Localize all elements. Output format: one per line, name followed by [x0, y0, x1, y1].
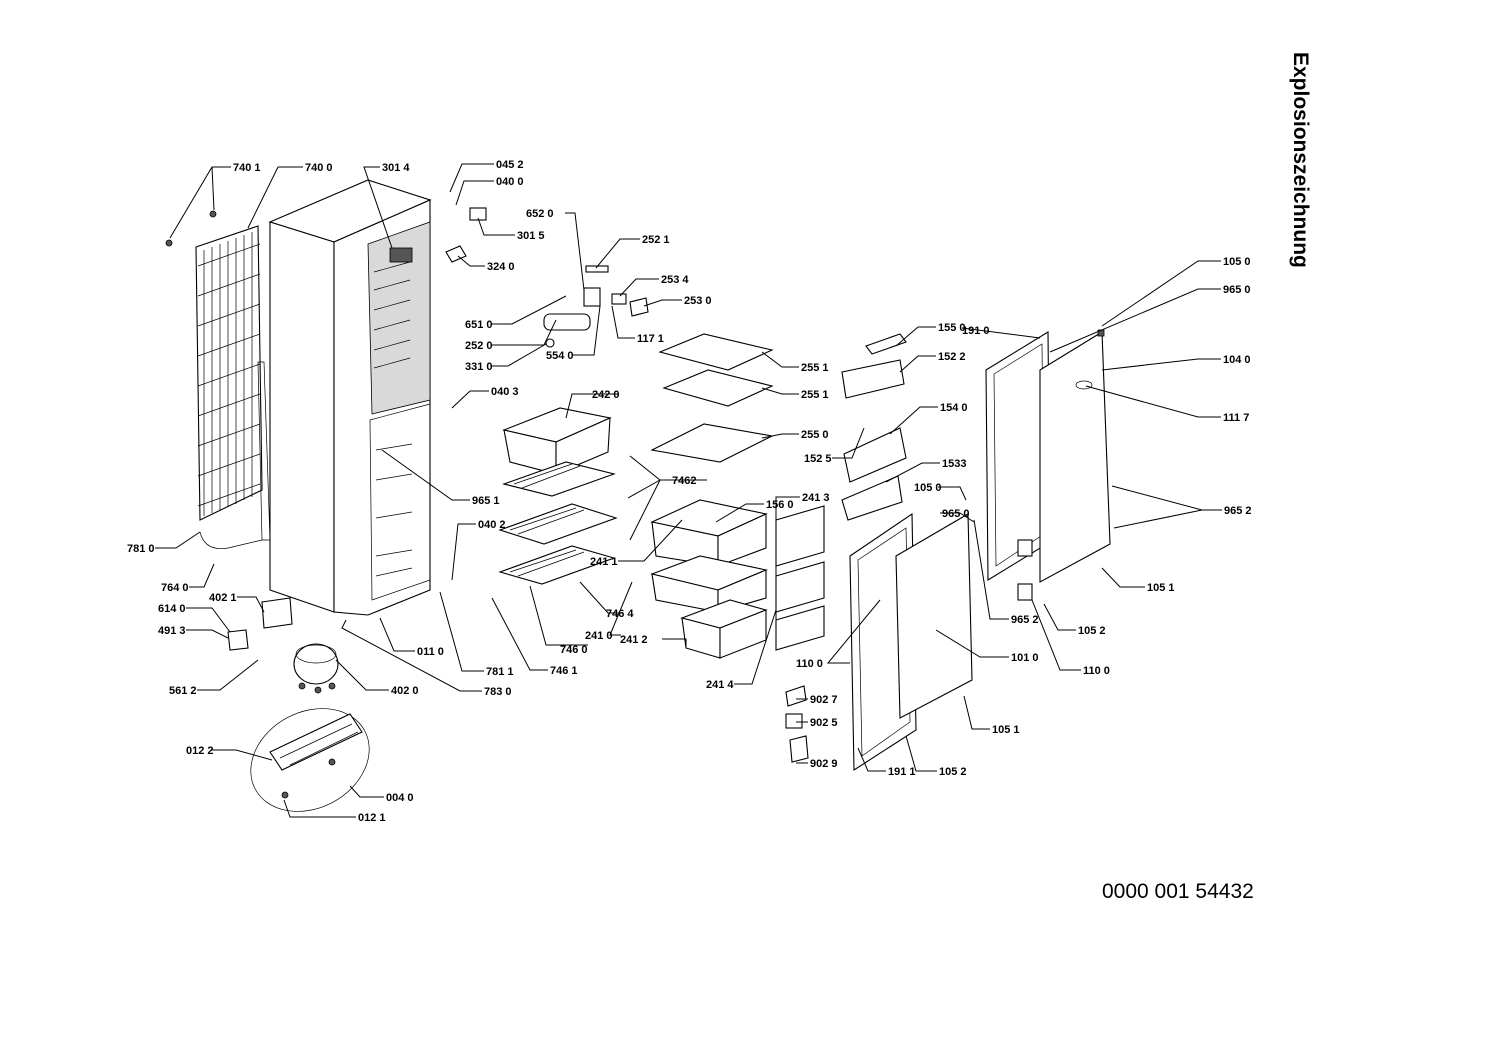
label-1533: 1533 [942, 458, 966, 470]
label-105-0-a: 105 0 [1223, 256, 1251, 268]
label-740-0: 740 0 [305, 162, 333, 174]
lower-door [849, 512, 1033, 771]
label-902-9: 902 9 [810, 758, 838, 770]
label-241-2: 241 2 [620, 634, 648, 646]
label-105-1-a: 105 1 [1147, 582, 1175, 594]
label-301-5: 301 5 [517, 230, 545, 242]
label-191-1: 191 1 [888, 766, 916, 778]
wire-racks [498, 461, 618, 585]
label-191-0: 191 0 [962, 325, 990, 337]
label-152-5: 152 5 [804, 453, 832, 465]
label-110-0-b: 110 0 [1083, 665, 1110, 677]
label-241-4: 241 4 [706, 679, 734, 691]
label-241-0: 241 0 [585, 630, 613, 642]
label-965-2-a: 965 2 [1224, 505, 1252, 517]
door-balconies [841, 333, 907, 521]
label-740-1: 740 1 [233, 162, 261, 174]
condenser-coil [165, 210, 263, 521]
label-011-0: 011 0 [417, 646, 444, 658]
label-965-0-a: 965 0 [1223, 284, 1251, 296]
document-number: 0000 001 54432 [1102, 880, 1254, 903]
label-902-5: 902 5 [810, 717, 838, 729]
label-241-3: 241 3 [802, 492, 830, 504]
compressor [293, 643, 339, 694]
glass-shelves [650, 333, 774, 463]
label-614-0: 614 0 [158, 603, 186, 615]
label-781-0: 781 0 [127, 543, 155, 555]
compressor-base-plate [250, 708, 370, 812]
label-255-1-b: 255 1 [801, 389, 829, 401]
label-110-0-a: 110 0 [796, 658, 823, 670]
label-105-1-b: 105 1 [992, 724, 1020, 736]
relay-box [227, 597, 293, 651]
vegetable-drawer [502, 407, 612, 475]
label-402-0: 402 0 [391, 685, 419, 697]
label-902-7: 902 7 [810, 694, 838, 706]
label-040-0: 040 0 [496, 176, 524, 188]
label-040-3: 040 3 [491, 386, 519, 398]
freezer-drawers [650, 499, 768, 659]
label-402-1: 402 1 [209, 592, 237, 604]
label-746-4: 746 4 [606, 608, 634, 620]
label-965-0-b: 965 0 [942, 508, 970, 520]
label-111-7: 111 7 [1223, 412, 1249, 424]
coil-pipe [199, 531, 263, 549]
drawer-fronts [775, 505, 825, 651]
label-155-0: 155 0 [938, 322, 966, 334]
thermostat-light-housing [445, 207, 649, 348]
label-7462: 7462 [672, 475, 696, 487]
part-labels: 740 1 740 0 301 4 045 2 040 0 652 0 301 … [127, 159, 1252, 824]
label-242-0: 242 0 [592, 389, 620, 401]
label-252-0: 252 0 [465, 340, 493, 352]
label-652-0: 652 0 [526, 208, 554, 220]
label-255-1-a: 255 1 [801, 362, 829, 374]
label-117-1: 117 1 [637, 333, 664, 345]
label-783-0: 783 0 [484, 686, 512, 698]
label-253-4: 253 4 [661, 274, 689, 286]
label-040-2: 040 2 [478, 519, 506, 531]
label-045-2: 045 2 [496, 159, 524, 171]
label-012-1: 012 1 [358, 812, 386, 824]
label-965-1: 965 1 [472, 495, 500, 507]
label-301-4: 301 4 [382, 162, 410, 174]
label-324-0: 324 0 [487, 261, 515, 273]
label-491-3: 491 3 [158, 625, 186, 637]
upper-door [985, 329, 1111, 583]
label-255-0: 255 0 [801, 429, 829, 441]
label-252-1: 252 1 [642, 234, 670, 246]
label-104-0: 104 0 [1223, 354, 1251, 366]
label-554-0: 554 0 [546, 350, 574, 362]
label-154-0: 154 0 [940, 402, 968, 414]
leader-lines [155, 163, 1222, 818]
label-253-0: 253 0 [684, 295, 712, 307]
label-105-0-b: 105 0 [914, 482, 942, 494]
label-012-2: 012 2 [186, 745, 214, 757]
label-241-1: 241 1 [590, 556, 618, 568]
label-152-2: 152 2 [938, 351, 966, 363]
label-561-2: 561 2 [169, 685, 197, 697]
label-105-2-b: 105 2 [939, 766, 967, 778]
label-781-1: 781 1 [486, 666, 514, 678]
label-101-0: 101 0 [1011, 652, 1039, 664]
label-156-0: 156 0 [766, 499, 794, 511]
label-746-1: 746 1 [550, 665, 578, 677]
label-651-0: 651 0 [465, 319, 493, 331]
label-965-2-b: 965 2 [1011, 614, 1039, 626]
label-004-0: 004 0 [386, 792, 414, 804]
label-746-0: 746 0 [560, 644, 588, 656]
label-105-2-a: 105 2 [1078, 625, 1106, 637]
label-764-0: 764 0 [161, 582, 189, 594]
label-331-0: 331 0 [465, 361, 493, 373]
cabinet-body [268, 179, 432, 616]
handle-parts [785, 685, 809, 763]
